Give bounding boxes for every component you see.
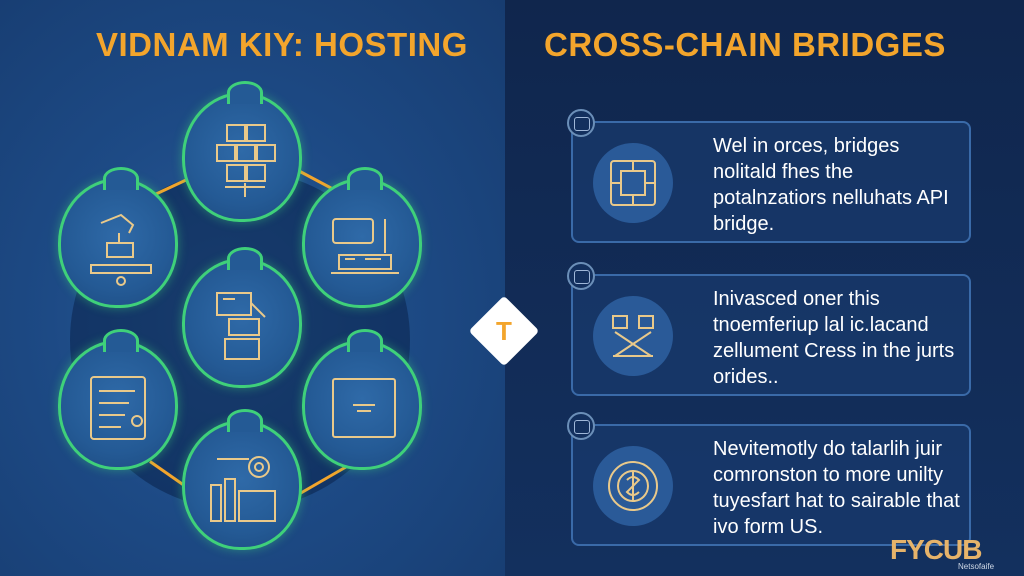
hub-node-robot[interactable] xyxy=(58,167,178,308)
storage-box-icon xyxy=(332,378,396,438)
hub-node-blocks[interactable] xyxy=(182,81,302,222)
card-tag-icon xyxy=(567,262,595,290)
hub-node-storage[interactable] xyxy=(302,329,422,470)
gear-buildings-icon xyxy=(210,456,276,522)
card-text: Wel in orces, bridges nolitald fhes the … xyxy=(713,135,949,235)
bridges-title: CROSS-CHAIN BRIDGES xyxy=(544,26,946,63)
card-text: Inivasced oner this tnoemferiup lal ic.l… xyxy=(713,288,955,388)
card-text: Nevitemotly do talarlih juir comronston … xyxy=(713,438,960,538)
document-icon xyxy=(90,376,146,440)
brand-subtitle: Netsofaife xyxy=(958,562,995,571)
card-icon-container xyxy=(593,143,673,223)
card-icon-container xyxy=(593,296,673,376)
blocks-icon xyxy=(216,124,276,197)
hub-node-document[interactable] xyxy=(58,329,178,470)
hosting-server-icon xyxy=(216,292,266,360)
hosting-panel xyxy=(0,0,505,576)
bridge-link-icon xyxy=(612,315,654,357)
card-icon-container xyxy=(593,446,673,526)
center-badge-letter: T xyxy=(496,316,512,346)
brand-logo: FYCUB xyxy=(890,534,982,565)
hub-node-gear-buildings[interactable] xyxy=(182,409,302,550)
center-badge: T xyxy=(468,295,540,367)
card-tag-icon xyxy=(567,109,595,137)
bridge-card-2[interactable]: Inivasced oner this tnoemferiup lal ic.l… xyxy=(567,262,971,396)
hosting-title: VIDNAM KIY: HOSTING xyxy=(96,26,468,63)
server-machine-icon xyxy=(331,218,399,274)
bridge-card-3[interactable]: Nevitemotly do talarlih juir comronston … xyxy=(567,412,971,546)
coin-target-icon xyxy=(608,461,658,511)
hub-node-hosting[interactable] xyxy=(182,247,302,388)
circuit-icon xyxy=(610,160,656,206)
bridge-card-1[interactable]: Wel in orces, bridges nolitald fhes the … xyxy=(567,109,971,243)
card-tag-icon xyxy=(567,412,595,440)
robot-arm-icon xyxy=(90,213,152,286)
hub-node-server[interactable] xyxy=(302,167,422,308)
